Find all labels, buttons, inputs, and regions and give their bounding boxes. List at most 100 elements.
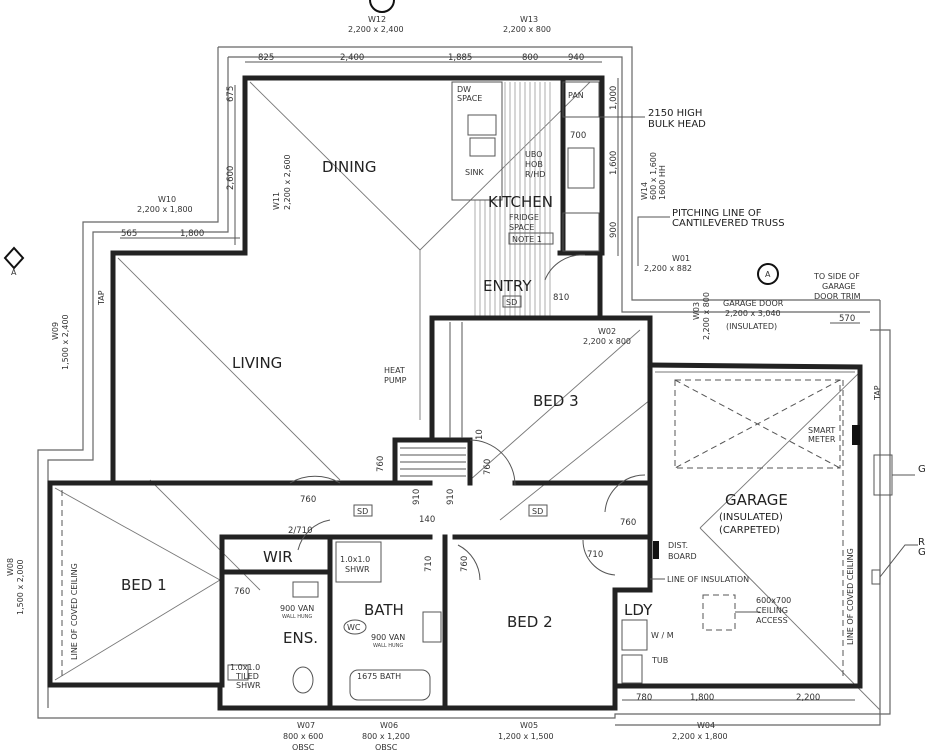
- dim-1800: 1,800: [690, 693, 714, 703]
- section-marker-right: A: [757, 263, 779, 285]
- garage-markings: [61, 379, 893, 680]
- smart-meter-label: METER: [808, 435, 836, 444]
- window-w11: W11: [272, 192, 281, 210]
- smart-meter-icon: [852, 425, 860, 445]
- dimension-lines: [120, 61, 860, 701]
- ens-vanity-label: 900 VAN: [280, 604, 314, 613]
- insulation-note: LINE OF INSULATION: [667, 575, 749, 584]
- door-dim: 710: [587, 550, 603, 560]
- room-living: LIVING: [232, 354, 282, 372]
- dw-space-label: DW: [457, 85, 471, 94]
- trim-note: TO SIDE OF: [813, 272, 860, 281]
- heat-pump-label: PUMP: [384, 376, 407, 385]
- window-w05: W05: [520, 721, 538, 730]
- washing-machine-label: W / M: [651, 631, 674, 640]
- window-w06-size: 800 x 1,200: [362, 732, 410, 741]
- bulkhead-note: BULK HEAD: [648, 119, 706, 130]
- window-w07-glass: OBSC: [292, 743, 315, 752]
- ens-vanity-note: WALL HUNG: [282, 614, 312, 620]
- dim-825: 825: [258, 53, 274, 63]
- fixtures: [227, 81, 648, 701]
- window-w08: W08: [6, 558, 15, 576]
- section-label: A: [765, 270, 771, 279]
- dim-1600: 1,600: [609, 151, 619, 175]
- heat-pump-label: HEAT: [384, 366, 405, 375]
- tap-label: TAP: [873, 385, 882, 401]
- dim-2200: 2,200: [796, 693, 820, 703]
- ens-shower-label: TILED: [235, 672, 259, 681]
- wc-label: WC: [347, 623, 361, 632]
- door-dim: 140: [419, 515, 435, 525]
- door-dim: 910: [412, 489, 422, 505]
- section-label: A: [11, 268, 17, 277]
- window-w10-size: 2,200 x 1,800: [137, 205, 193, 214]
- linen-shelves: [400, 322, 466, 477]
- window-w09: W09: [51, 322, 60, 340]
- dist-board-label: DIST.: [668, 541, 688, 550]
- room-entry: ENTRY: [483, 277, 532, 295]
- hob-label: HOB: [525, 160, 543, 169]
- door-dim: 760: [620, 518, 636, 528]
- window-w01-size: 2,200 x 882: [644, 264, 692, 273]
- dim-675: 675: [226, 86, 236, 102]
- door-dim: 910: [446, 489, 456, 505]
- dim-1800: 1,800: [180, 229, 204, 239]
- sink-label: SINK: [465, 168, 484, 177]
- bath-vanity-label: 900 VAN: [371, 633, 405, 642]
- window-w01: W01: [672, 254, 690, 263]
- bath-vanity-note: WALL HUNG: [373, 643, 403, 649]
- window-w13: W13: [520, 15, 538, 24]
- room-ens: ENS.: [283, 629, 318, 647]
- bath-shower-label: 1.0x1.0: [340, 555, 370, 564]
- dist-board-icon: [653, 541, 659, 559]
- room-bed3: BED 3: [533, 392, 579, 410]
- window-w07-size: 800 x 600: [283, 732, 323, 741]
- window-w07: W07: [297, 721, 315, 730]
- window-w09-size: 1,500 x 2,400: [61, 314, 70, 370]
- room-kitchen: KITCHEN: [488, 193, 553, 211]
- window-w12: W12: [368, 15, 386, 24]
- window-w14-height: 1600 HH: [658, 165, 667, 200]
- edge-note: G: [918, 464, 926, 475]
- pitching-line-note: CANTILEVERED TRUSS: [672, 218, 785, 229]
- room-bath: BATH: [364, 601, 404, 619]
- section-marker-left: A: [3, 246, 25, 277]
- dim-800: 800: [522, 53, 538, 63]
- dim-1885: 1,885: [448, 53, 472, 63]
- door-dim: 760: [460, 556, 470, 572]
- room-dining: DINING: [322, 158, 376, 176]
- window-w12-size: 2,200 x 2,400: [348, 25, 404, 34]
- door-dim: 10: [475, 429, 485, 440]
- window-w03: W03: [692, 302, 701, 320]
- tub-label: TUB: [651, 656, 668, 665]
- window-w04: W04: [697, 721, 715, 730]
- door-dim: 760: [234, 587, 250, 597]
- room-ldy: LDY: [624, 601, 653, 619]
- dim-565: 565: [121, 229, 137, 239]
- coved-ceiling-note: LINE OF COVED CEILING: [846, 548, 855, 645]
- smoke-detector: SD: [357, 507, 368, 516]
- bath-shower-label: SHWR: [345, 565, 370, 574]
- window-w06: W06: [380, 721, 398, 730]
- door-dim: 760: [483, 459, 493, 475]
- ceiling-hip-lines: [54, 81, 881, 711]
- window-w10: W10: [158, 195, 176, 204]
- door-dim: 760: [376, 456, 386, 472]
- window-w02-size: 2,200 x 800: [583, 337, 631, 346]
- window-w03-size: 2,200 x 800: [702, 292, 711, 340]
- dim-2400: 2,400: [340, 53, 364, 63]
- garage-door-note: 2,200 x 3,040: [725, 309, 781, 318]
- window-w04-size: 2,200 x 1,800: [672, 732, 728, 741]
- dim-570: 570: [839, 314, 855, 324]
- window-w14-size: 600 x 1,600: [649, 152, 658, 200]
- dim-2600: 2,600: [226, 166, 236, 190]
- dist-board-label: BOARD: [668, 552, 697, 561]
- garage-door-note: GARAGE DOOR: [723, 299, 784, 308]
- trim-note: DOOR TRIM: [814, 292, 861, 301]
- smoke-detector: SD: [532, 507, 543, 516]
- edge-note: R: [918, 537, 925, 548]
- pantry-label: PAN: [568, 91, 584, 100]
- dw-space-label: SPACE: [457, 94, 482, 103]
- coved-ceiling-note: LINE OF COVED CEILING: [70, 563, 79, 660]
- dim-900: 900: [609, 222, 619, 238]
